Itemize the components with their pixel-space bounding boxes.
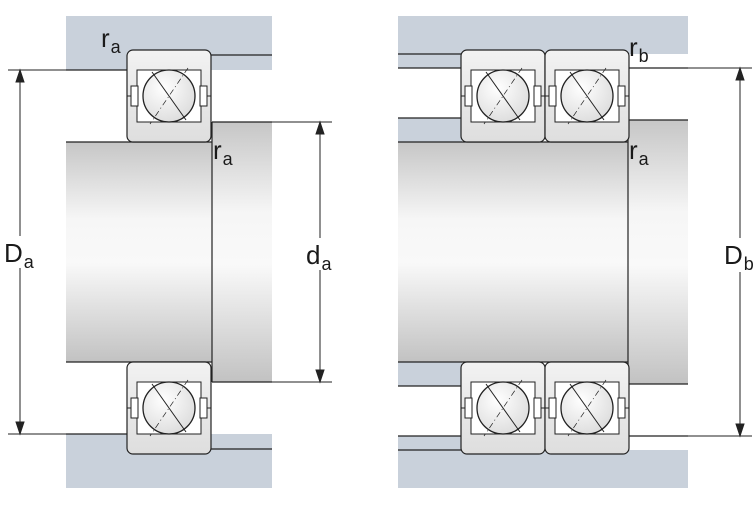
left-bearing-bottom <box>126 361 212 455</box>
right-housing-bottom-left <box>398 436 462 450</box>
right-housing-bottom <box>398 450 688 488</box>
left-bearing-top <box>126 49 212 143</box>
label-Db: Db <box>724 240 754 274</box>
right-housing-top-left <box>398 54 462 68</box>
right-bearing-bottom-1 <box>460 361 546 455</box>
right-bearing-bottom-2 <box>544 361 630 455</box>
dimension-Da <box>8 68 66 436</box>
label-ra-right: ra <box>629 135 649 169</box>
label-ra-left-mid: ra <box>213 135 233 169</box>
label-rb-right: rb <box>629 32 649 66</box>
left-shaft <box>66 142 216 362</box>
right-arrangement <box>398 16 752 488</box>
right-bearing-top-1 <box>460 49 546 143</box>
right-housing-top <box>398 16 688 54</box>
right-bearing-top-2 <box>544 49 630 143</box>
left-arrangement <box>8 16 332 488</box>
dimension-da <box>272 120 332 384</box>
right-spacer-bottom <box>398 362 462 386</box>
label-Da: Da <box>4 238 34 272</box>
right-spacer-top <box>398 118 462 142</box>
left-shaft-shoulder <box>212 122 272 382</box>
label-da: da <box>306 240 332 274</box>
label-ra-left-top: ra <box>101 23 121 57</box>
right-shaft <box>398 142 630 362</box>
right-shaft-shoulder <box>628 120 688 384</box>
dimension-Db <box>688 66 752 438</box>
